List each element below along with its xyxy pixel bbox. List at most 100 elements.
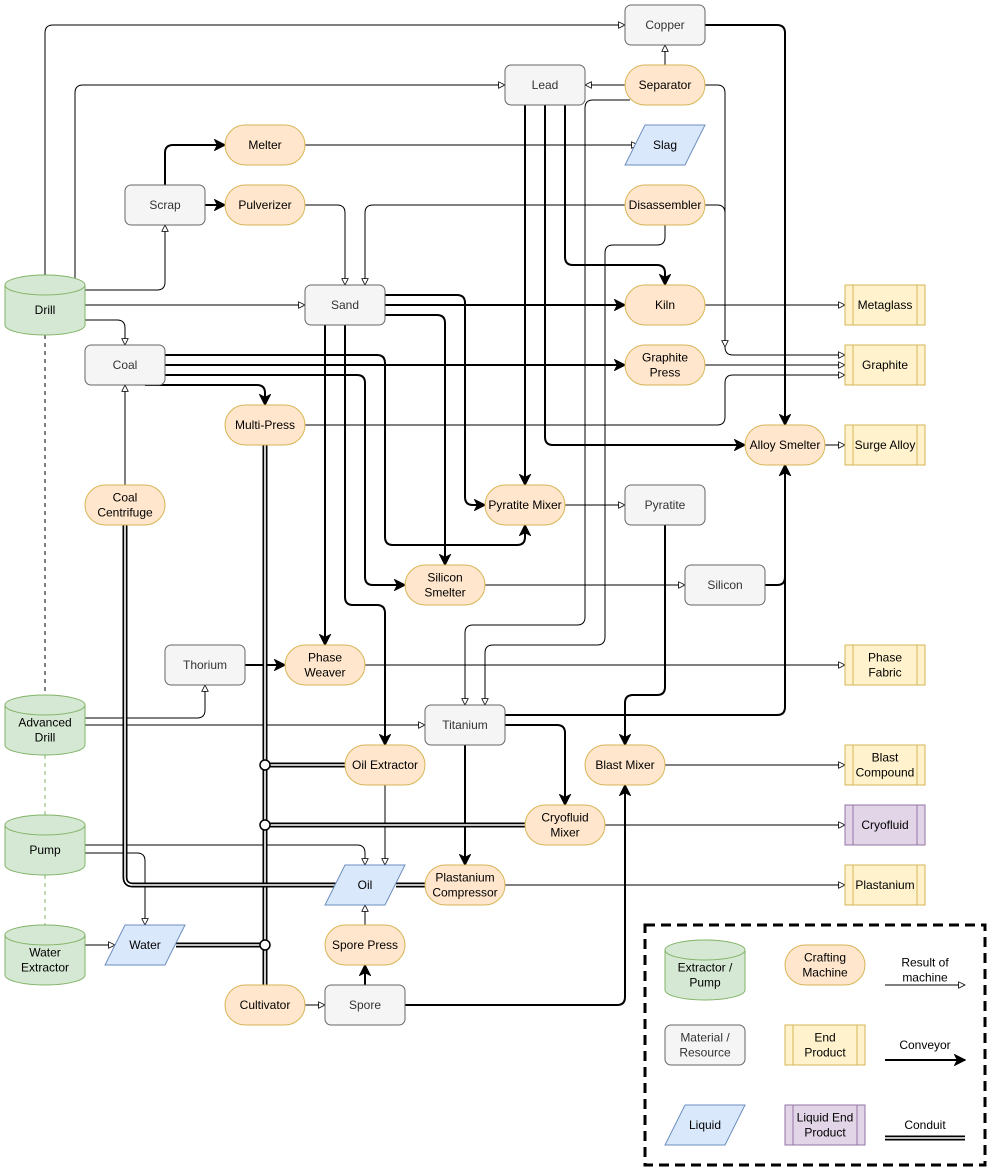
legend-edge-label: Conveyor bbox=[899, 1038, 950, 1052]
node-label: Water bbox=[129, 938, 161, 952]
node-label: Phase bbox=[868, 651, 902, 665]
edge-disassembler-to-sand bbox=[365, 204, 625, 285]
node-label: Surge Alloy bbox=[855, 438, 916, 452]
legend-border bbox=[643, 923, 987, 1167]
node-label: Pyratite bbox=[645, 498, 686, 512]
node-label: Alloy Smelter bbox=[750, 438, 821, 452]
edge-silicon-to-alloy_smelter bbox=[765, 465, 785, 586]
node-pyratite-mixer[interactable]: Pyratite Mixer bbox=[484, 484, 566, 526]
edge-pyratite-to-blast_mixer bbox=[625, 525, 666, 745]
node-label: Multi-Press bbox=[235, 418, 295, 432]
node-thorium[interactable]: Thorium bbox=[164, 644, 246, 686]
node-blast-mixer[interactable]: Blast Mixer bbox=[584, 744, 666, 786]
node-melter[interactable]: Melter bbox=[224, 124, 306, 166]
node-graphite[interactable]: Graphite bbox=[844, 344, 926, 386]
node-label: Spore Press bbox=[332, 938, 398, 952]
node-label: Melter bbox=[248, 138, 281, 152]
node-surge-alloy[interactable]: Surge Alloy bbox=[844, 424, 926, 466]
node-label: Thorium bbox=[183, 658, 227, 672]
edge-coal-to-pyratite_mixer bbox=[165, 354, 525, 546]
conduit-junction-icon bbox=[259, 819, 271, 831]
node-label: Cryofluid bbox=[861, 818, 908, 832]
node-copper[interactable]: Copper bbox=[624, 4, 706, 46]
node-plastanium[interactable]: Plastanium bbox=[844, 864, 926, 906]
conduit-junction-icon bbox=[259, 939, 271, 951]
node-label: Blast Mixer bbox=[595, 758, 654, 772]
edge-water-to-multi_press bbox=[176, 445, 268, 948]
legend-item-material: Material /Resource bbox=[664, 1024, 746, 1066]
node-oil-extractor[interactable]: Oil Extractor bbox=[344, 744, 426, 786]
node-kiln[interactable]: Kiln bbox=[624, 284, 706, 326]
legend-edge-label: machine bbox=[902, 971, 948, 985]
node-lead[interactable]: Lead bbox=[504, 64, 586, 106]
node-label: Centrifuge bbox=[97, 506, 153, 520]
node-pump[interactable]: Pump bbox=[4, 814, 86, 876]
node-metaglass[interactable]: Metaglass bbox=[844, 284, 926, 326]
node-oil[interactable]: Oil bbox=[324, 864, 406, 906]
node-label: Plastanium bbox=[855, 878, 914, 892]
node-label: Coal bbox=[113, 491, 138, 505]
node-drill[interactable]: Drill bbox=[4, 274, 86, 336]
node-label: Advanced bbox=[18, 716, 71, 730]
node-label: Silicon bbox=[427, 571, 462, 585]
node-titanium[interactable]: Titanium bbox=[424, 704, 506, 746]
node-cryofluid[interactable]: Cryofluid bbox=[844, 804, 926, 846]
edge-pump-to-water bbox=[85, 852, 145, 925]
node-multi-press[interactable]: Multi-Press bbox=[224, 404, 306, 446]
node-label: Extractor / bbox=[678, 961, 733, 975]
edge-drill-to-coal bbox=[85, 319, 125, 345]
edge-pulverizer-to-sand bbox=[305, 204, 345, 285]
node-separator[interactable]: Separator bbox=[624, 64, 706, 106]
node-label: Resource bbox=[679, 1046, 731, 1060]
node-alloy-smelter[interactable]: Alloy Smelter bbox=[744, 424, 826, 466]
node-coal[interactable]: Coal bbox=[84, 344, 166, 386]
edge-titanium-to-cryofluid_mixer bbox=[505, 724, 565, 805]
legend-edge-conduit: Conduit bbox=[885, 1118, 965, 1141]
node-label: Silicon bbox=[707, 578, 742, 592]
node-label: Oil Extractor bbox=[352, 758, 418, 772]
node-label: Fabric bbox=[868, 666, 901, 680]
node-disassembler[interactable]: Disassembler bbox=[624, 184, 706, 226]
node-label: Smelter bbox=[424, 586, 465, 600]
node-label: Pump bbox=[689, 976, 721, 990]
node-label: Extractor bbox=[21, 961, 69, 975]
node-label: Pyratite Mixer bbox=[488, 498, 561, 512]
legend-edge-label: Result of bbox=[901, 956, 949, 970]
node-pulverizer[interactable]: Pulverizer bbox=[224, 184, 306, 226]
legend-edge-label: Conduit bbox=[904, 1118, 946, 1132]
node-cultivator[interactable]: Cultivator bbox=[224, 984, 306, 1026]
node-label: Water bbox=[29, 946, 61, 960]
node-label: Mixer bbox=[550, 826, 579, 840]
node-label: Phase bbox=[308, 651, 342, 665]
node-silicon[interactable]: Silicon bbox=[684, 564, 766, 606]
edge-sand-to-silicon_smelter bbox=[385, 314, 445, 565]
node-pyratite[interactable]: Pyratite bbox=[624, 484, 706, 526]
node-label: Lead bbox=[532, 78, 559, 92]
node-spore[interactable]: Spore bbox=[324, 984, 406, 1026]
node-slag[interactable]: Slag bbox=[624, 124, 706, 166]
node-label: Pulverizer bbox=[238, 198, 291, 212]
edge-multi_press-to-graphite bbox=[305, 375, 845, 426]
legend-item-extractor: Extractor /Pump bbox=[664, 939, 746, 1001]
node-sand[interactable]: Sand bbox=[304, 284, 386, 326]
node-spore-press[interactable]: Spore Press bbox=[324, 924, 406, 966]
node-label: Pump bbox=[29, 843, 61, 857]
node-water[interactable]: Water bbox=[104, 924, 186, 966]
edge-spore-to-blast_mixer bbox=[405, 785, 625, 1006]
node-label: Disassembler bbox=[629, 198, 702, 212]
node-label: Copper bbox=[645, 18, 684, 32]
node-scrap[interactable]: Scrap bbox=[124, 184, 206, 226]
